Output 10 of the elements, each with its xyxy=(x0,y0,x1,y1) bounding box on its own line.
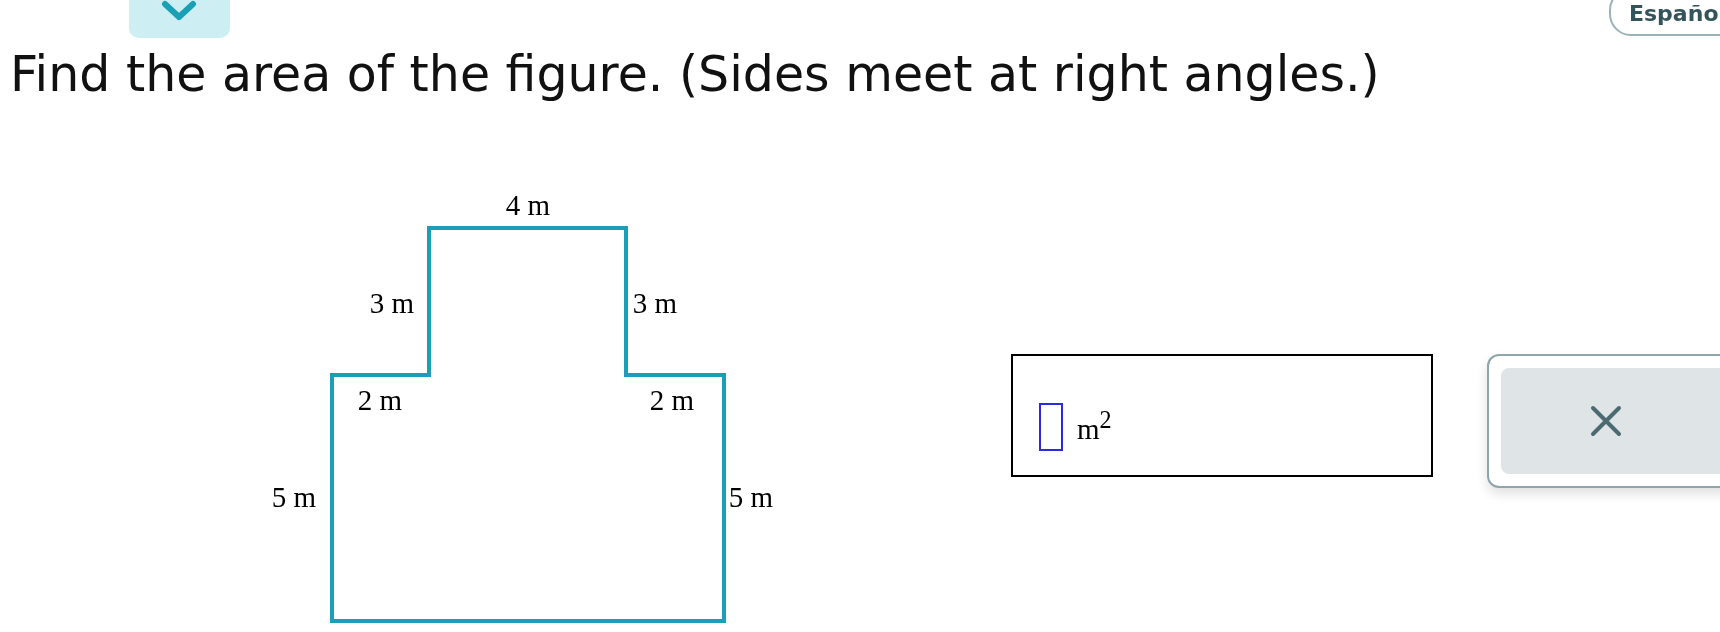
dimension-label: 2 m xyxy=(649,383,695,417)
dimension-label: 2 m xyxy=(357,383,403,417)
language-button: Español xyxy=(1609,0,1720,36)
unit-label: m$^{2}$ xyxy=(1077,406,1112,446)
dimension-label: 4 m xyxy=(505,188,551,222)
dimension-label: 3 m xyxy=(369,286,415,320)
dimension-label: 5 m xyxy=(271,480,317,514)
question-text: Find the area of the figure. (Sides meet at right angles.) xyxy=(10,46,1380,103)
dimension-label: 5 m xyxy=(728,480,774,514)
dimension-label: 3 m xyxy=(632,286,678,320)
